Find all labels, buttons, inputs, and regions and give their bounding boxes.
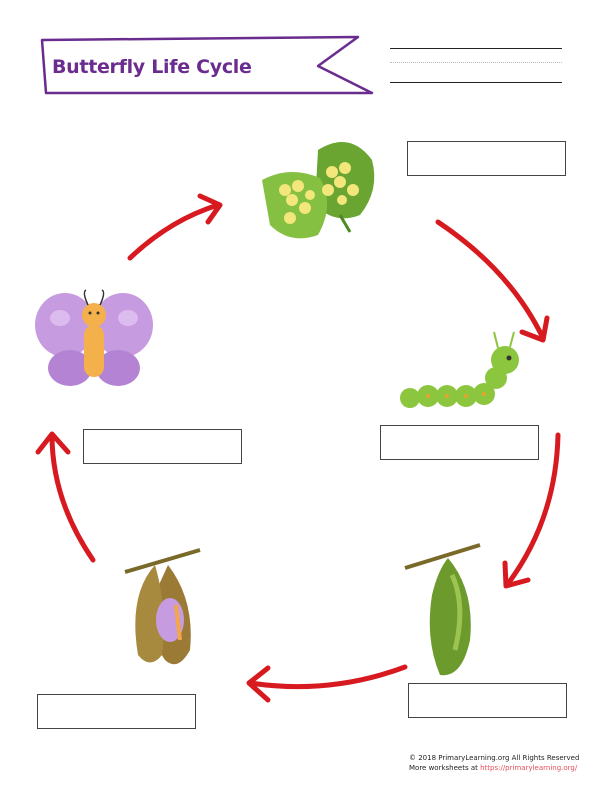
footer: © 2018 PrimaryLearning.org All Rights Re… <box>409 753 579 773</box>
page-title: Butterfly Life Cycle <box>52 56 252 78</box>
caterpillar-icon <box>400 331 519 408</box>
answer-box-eggs[interactable] <box>407 141 566 176</box>
butterfly-icon <box>35 289 153 386</box>
answer-box-chrysalis[interactable] <box>408 683 567 718</box>
arrow-eggs-to-caterpillar <box>435 219 550 343</box>
website-link[interactable]: https://primarylearning.org/ <box>480 764 578 772</box>
arrow-butterfly-to-eggs <box>127 193 223 261</box>
arrow-emerging-to-butterfly <box>35 431 96 563</box>
answer-box-emerging-butterfly[interactable] <box>37 694 196 729</box>
answer-box-butterfly[interactable] <box>83 429 242 464</box>
arrow-caterpillar-to-chrysalis <box>502 432 561 589</box>
copyright-text: © 2018 PrimaryLearning.org All Rights Re… <box>409 754 580 762</box>
eggs-on-leaves-icon <box>262 142 375 239</box>
chrysalis-icon <box>404 543 481 676</box>
more-worksheets-text: More worksheets at <box>409 764 481 772</box>
title-banner <box>40 35 374 95</box>
name-line-guide <box>390 62 562 63</box>
answer-box-caterpillar[interactable] <box>380 425 539 460</box>
emerging-butterfly-icon <box>124 548 201 665</box>
arrow-chrysalis-to-emerging <box>246 664 408 703</box>
name-line-top <box>390 48 562 49</box>
name-line-bottom[interactable] <box>390 82 562 83</box>
more-worksheets-line: More worksheets at https://primarylearni… <box>409 763 579 773</box>
